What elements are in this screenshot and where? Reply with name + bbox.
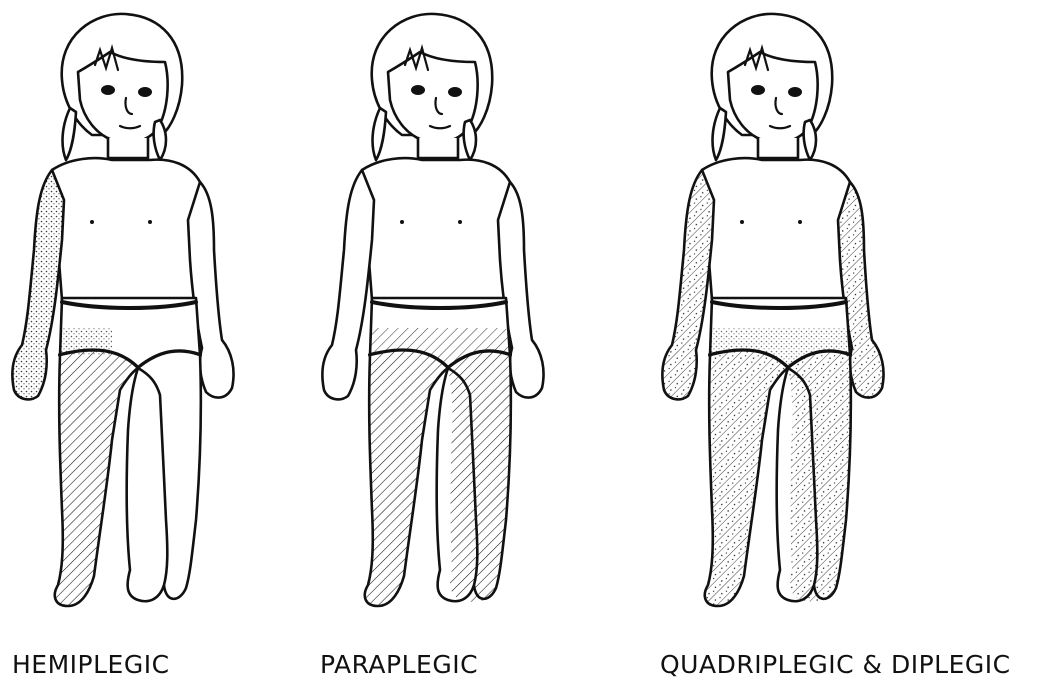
caption-hemiplegic: HEMIPLEGIC: [12, 650, 170, 679]
figure-hemiplegic: [12, 14, 233, 606]
caption-quadriplegic-diplegic: QUADRIPLEGIC & DIPLEGIC: [660, 650, 1011, 679]
figure-paraplegic: [322, 14, 543, 606]
caption-paraplegic: PARAPLEGIC: [320, 650, 478, 679]
figure-quadriplegic-diplegic: [662, 14, 883, 606]
